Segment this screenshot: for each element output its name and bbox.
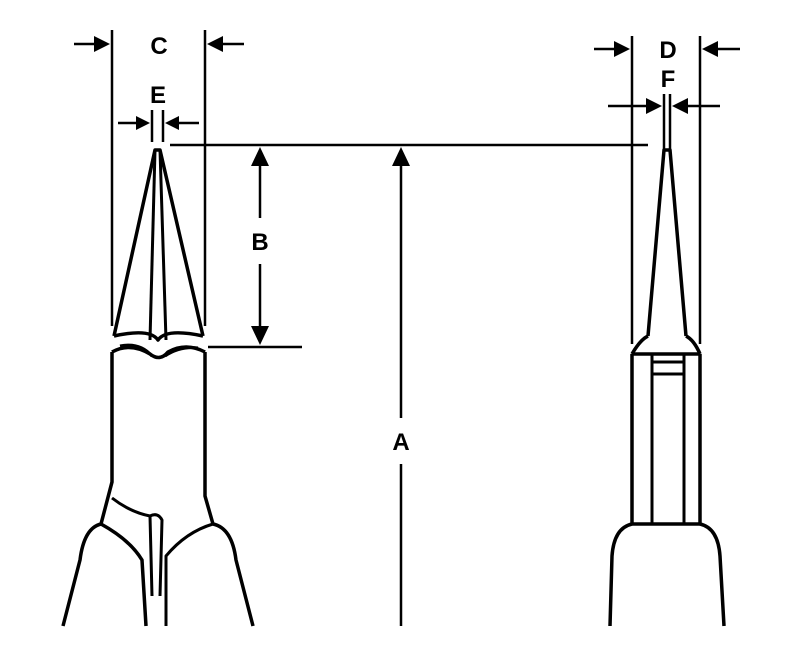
front-joint-inner	[119, 343, 199, 358]
label-a: A	[392, 429, 409, 456]
side-handle	[608, 522, 726, 627]
dim-e-arrow-left	[118, 116, 150, 130]
dim-a-line	[392, 147, 410, 626]
front-jaw-center-right	[158, 149, 168, 341]
front-body-notch	[149, 513, 164, 597]
dim-c-arrow-right	[207, 36, 244, 52]
dim-b-line	[251, 147, 269, 345]
front-jaw-center-left	[148, 149, 157, 341]
front-body-inner	[111, 496, 214, 626]
label-e: E	[150, 82, 166, 109]
label-f: F	[661, 66, 676, 93]
pliers-front-view	[61, 148, 255, 627]
front-body-right	[203, 352, 215, 525]
front-jaw-base	[113, 331, 204, 342]
side-rivet-box	[652, 360, 684, 376]
dim-f-arrow-right	[672, 98, 720, 114]
dim-f-arrow-left	[608, 98, 662, 114]
front-handle-left	[61, 522, 102, 627]
dim-c-arrow-left	[74, 36, 110, 52]
side-jaw-base	[630, 334, 702, 355]
dim-d-arrow-right	[702, 41, 740, 57]
dim-d-arrow-left	[594, 41, 630, 57]
side-jaw-outline	[646, 148, 688, 337]
front-body-left	[99, 352, 114, 525]
pliers-side-view	[608, 148, 726, 627]
label-c: C	[150, 33, 167, 60]
front-handle-left-inner	[100, 522, 148, 627]
label-b: B	[251, 229, 268, 256]
dim-e-arrow-right	[165, 116, 199, 130]
front-handle-right	[212, 522, 255, 627]
label-d: D	[659, 37, 676, 64]
front-jaw-outline	[112, 148, 205, 337]
